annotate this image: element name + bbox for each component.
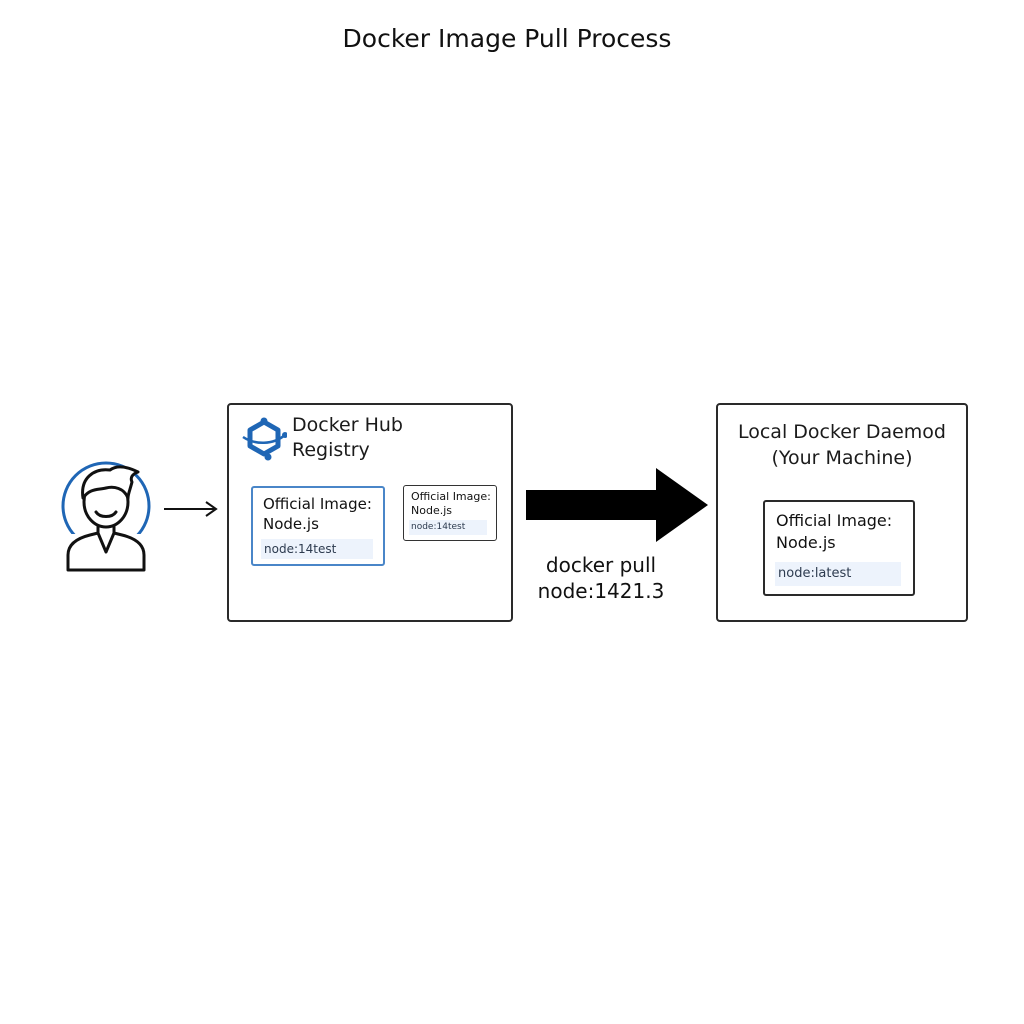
card-image-name: Node.js <box>776 533 836 552</box>
pull-command-line2: node:1421.3 <box>537 579 665 603</box>
local-image-card: Official Image: Node.js node:latest <box>763 500 915 596</box>
registry-image-card-primary: Official Image: Node.js node:14test <box>251 486 385 566</box>
image-tag: node:14test <box>409 520 487 535</box>
docker-hub-registry-panel: Docker Hub Registry Official Image: Node… <box>227 403 513 622</box>
card-image-name: Node.js <box>411 504 452 517</box>
diagram-title: Docker Image Pull Process <box>342 24 672 53</box>
pull-command-caption: docker pull node:1421.3 <box>516 552 686 604</box>
local-title-line1: Local Docker Daemod <box>737 421 946 443</box>
registry-image-card-secondary: Official Image: Node.js node:14test <box>403 485 497 541</box>
local-docker-daemon-panel: Local Docker Daemod (Your Machine) Offic… <box>716 403 968 622</box>
pull-command-line1: docker pull <box>545 553 657 577</box>
card-label: Official Image: <box>263 495 372 513</box>
card-label: Official Image: <box>411 490 491 503</box>
user-avatar-icon <box>61 461 151 574</box>
image-tag: node:14test <box>261 539 373 559</box>
arrow-right-icon <box>164 501 218 517</box>
local-daemon-title: Local Docker Daemod (Your Machine) <box>718 419 966 471</box>
registry-title-line2: Registry <box>292 439 370 461</box>
registry-title-line1: Docker Hub <box>292 414 403 436</box>
image-tag: node:latest <box>775 562 901 586</box>
card-label: Official Image: <box>776 511 893 530</box>
card-image-name: Node.js <box>263 515 319 533</box>
registry-title: Docker Hub Registry <box>292 413 403 463</box>
local-title-line2: (Your Machine) <box>771 447 913 469</box>
docker-hub-logo-icon <box>242 417 287 461</box>
big-arrow-right-icon <box>526 468 708 542</box>
